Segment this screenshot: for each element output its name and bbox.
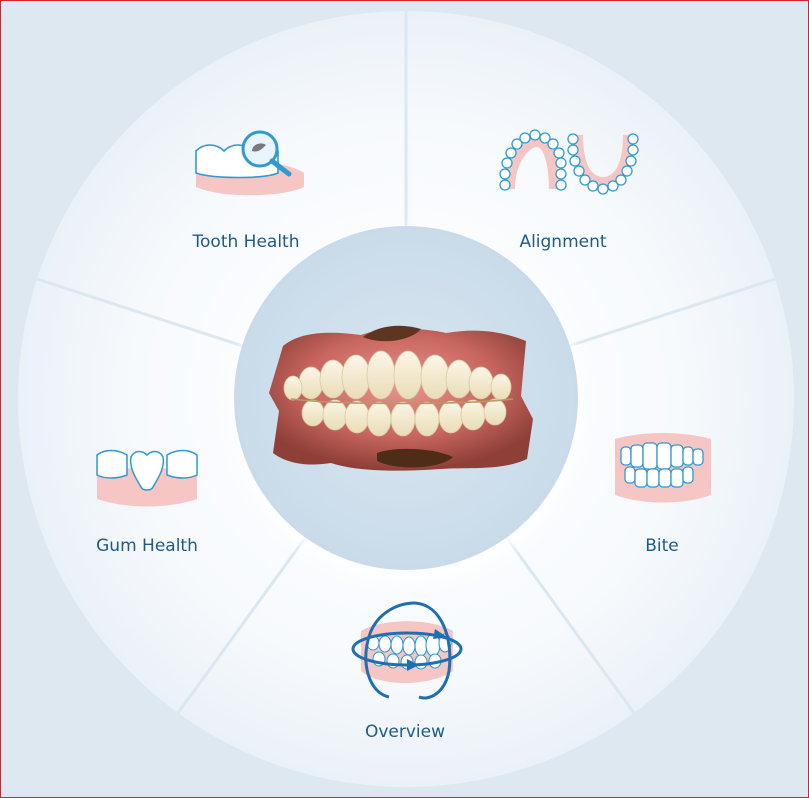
- segment-label-bite[interactable]: Bite: [645, 536, 679, 556]
- front-teeth-bite-icon: [615, 433, 711, 503]
- 3d-dental-scan-image: [269, 325, 533, 471]
- segment-label-gum-health[interactable]: Gum Health: [96, 536, 198, 556]
- segment-dividers: [36, 11, 776, 714]
- segment-label-alignment[interactable]: Alignment: [519, 232, 607, 252]
- rotating-jaw-icon: [351, 601, 463, 700]
- segment-label-overview[interactable]: Overview: [364, 722, 446, 742]
- dental-arches-icon: [499, 129, 639, 195]
- tooth-magnifier-icon: [195, 130, 304, 196]
- segment-label-tooth-health[interactable]: Tooth Health: [192, 232, 300, 252]
- molar-gum-icon: [96, 449, 198, 507]
